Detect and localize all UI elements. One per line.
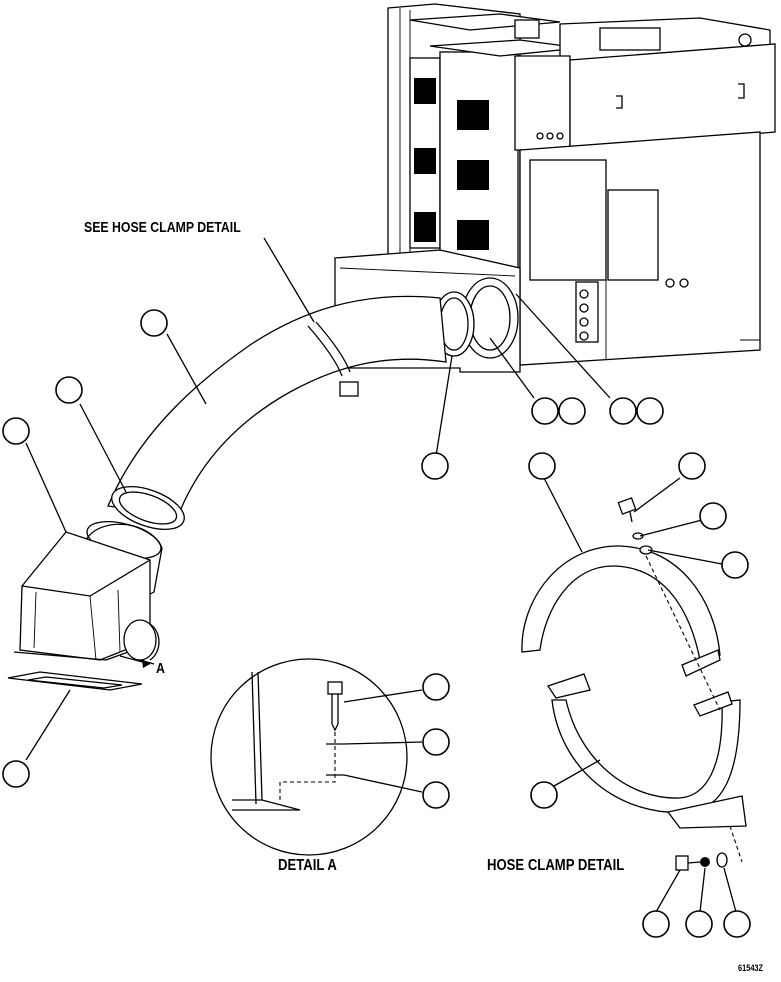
callout-bubble: [609, 397, 637, 425]
duct-hose-icon: [83, 295, 447, 602]
figure-number: 61543Z: [738, 963, 764, 973]
detail-a-title: DETAIL A: [278, 857, 337, 874]
gasket-icon: [7, 671, 143, 691]
callout-bubble: [721, 551, 749, 579]
screw-icon: [617, 497, 637, 523]
callout-bubble: [531, 397, 559, 425]
hose-clamp-detail-title: HOSE CLAMP DETAIL: [487, 857, 625, 874]
callout-bubble: [642, 910, 670, 938]
callout-bubbles: [2, 309, 751, 938]
callout-bubble: [699, 502, 727, 530]
plenum-box-icon: [13, 531, 160, 665]
washer-icon: [639, 545, 653, 555]
washer-icon: [632, 532, 644, 540]
callout-bubble: [723, 910, 751, 938]
detail-a-view: [210, 658, 408, 856]
callout-bubble: [140, 309, 168, 337]
callout-bubble: [422, 673, 450, 701]
nut-icon: [700, 857, 710, 867]
callout-bubble: [636, 397, 664, 425]
leader-lines: [25, 237, 737, 913]
hose-clamp-icon: [521, 497, 747, 871]
callout-bubble: [528, 452, 556, 480]
callout-bubble: [421, 452, 449, 480]
callout-bubble: [2, 417, 30, 445]
view-arrow-label: A: [156, 660, 165, 677]
callout-bubble: [422, 728, 450, 756]
callout-bubble: [530, 781, 558, 809]
see-hose-clamp-detail-label: SEE HOSE CLAMP DETAIL: [84, 219, 241, 236]
callout-bubble: [422, 781, 450, 809]
callout-bubble: [55, 376, 83, 404]
callout-bubble: [685, 910, 713, 938]
callout-bubble: [2, 760, 30, 788]
screw-icon: [327, 681, 343, 732]
callout-bubble: [678, 452, 706, 480]
washer-icon: [716, 852, 728, 868]
callout-bubble: [558, 397, 586, 425]
